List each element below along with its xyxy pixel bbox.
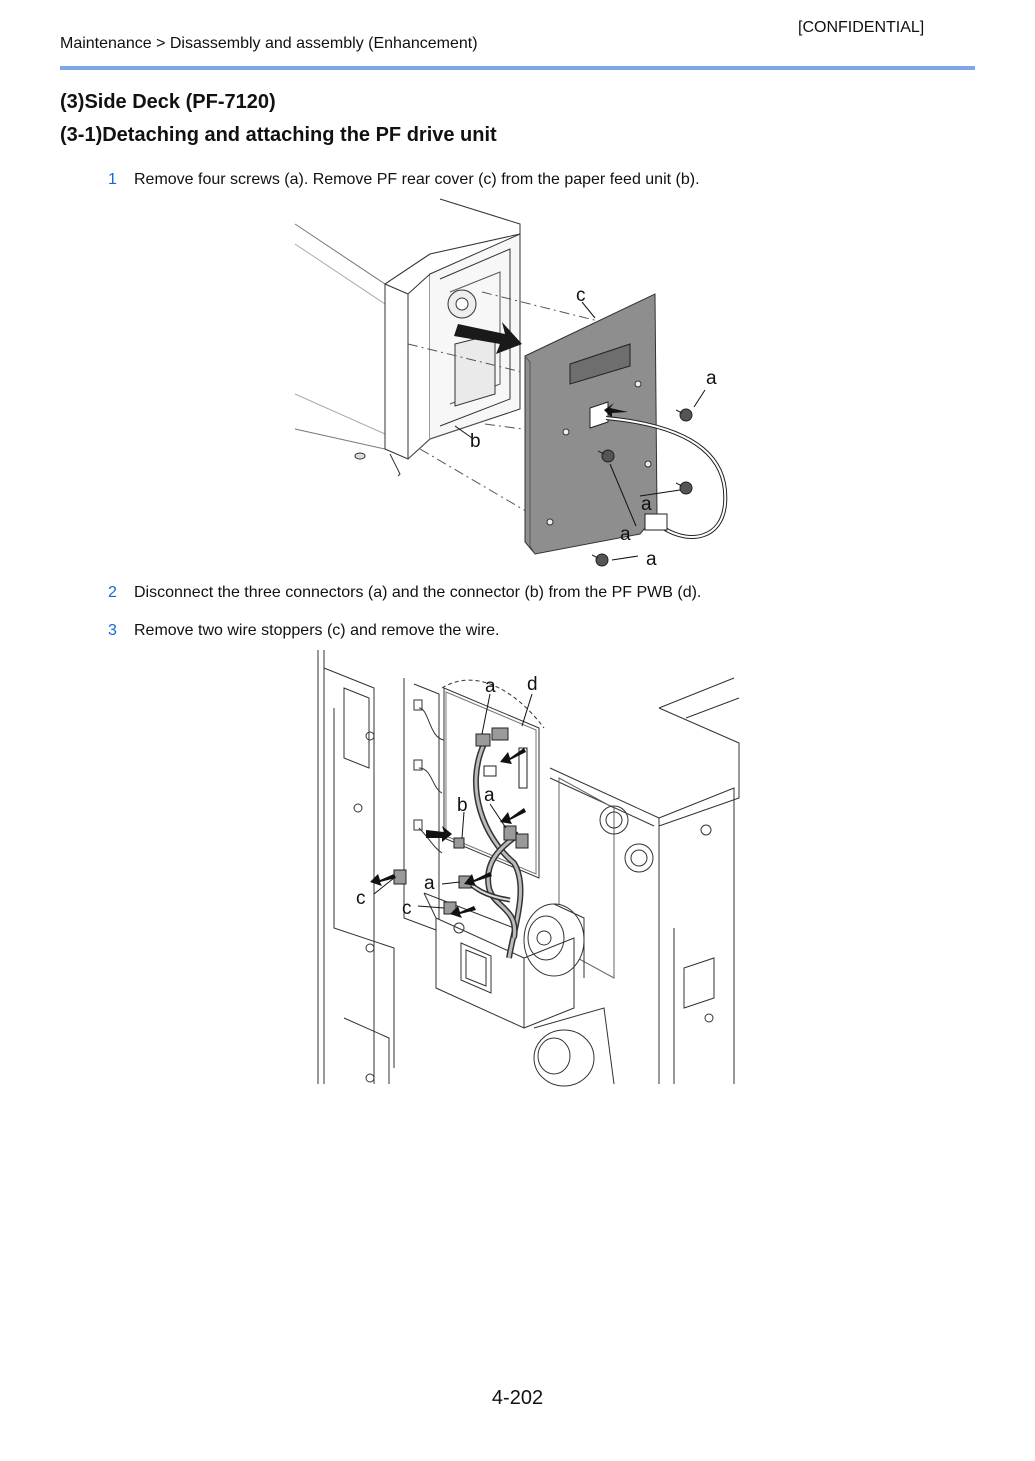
- callout-d: d: [527, 674, 538, 695]
- figure-2-illustration: a d a b c a c: [317, 650, 740, 1087]
- section-title: (3)Side Deck (PF-7120): [60, 91, 276, 113]
- step-number: 1: [108, 171, 117, 188]
- callout-c: c: [576, 285, 586, 306]
- breadcrumb: Maintenance > Disassembly and assembly (…: [60, 35, 478, 52]
- callout-b: b: [457, 795, 468, 816]
- figure-pf-pwb-connectors: a d a b c a c: [314, 648, 744, 1088]
- section-subtitle: (3-1)Detaching and attaching the PF driv…: [60, 124, 497, 146]
- callout-a: a: [646, 549, 657, 570]
- callout-a: a: [485, 676, 496, 697]
- callout-a: a: [484, 785, 495, 806]
- header-rule: [60, 66, 975, 70]
- callout-c: c: [402, 898, 412, 919]
- page-number: 4-202: [491, 1387, 544, 1409]
- figure-1-illustration: c a b a a a: [294, 198, 728, 570]
- step-3: 3 Remove two wire stoppers (c) and remove…: [108, 622, 499, 640]
- callout-b: b: [470, 431, 481, 452]
- callout-a: a: [620, 524, 631, 545]
- step-text: Remove four screws (a). Remove PF rear c…: [134, 171, 700, 188]
- step-number: 3: [108, 622, 117, 639]
- callout-c: c: [356, 888, 366, 909]
- figure-side-deck-rear-cover: c a b a a a: [290, 194, 750, 574]
- step-text: Disconnect the three connectors (a) and …: [134, 584, 702, 601]
- callout-a: a: [706, 368, 717, 389]
- step-text: Remove two wire stoppers (c) and remove …: [134, 622, 500, 639]
- step-1: 1 Remove four screws (a). Remove PF rear …: [108, 171, 700, 189]
- callout-a: a: [424, 873, 435, 894]
- step-number: 2: [108, 584, 117, 601]
- step-2: 2 Disconnect the three connectors (a) and…: [108, 584, 701, 602]
- confidential-label: [CONFIDENTIAL]: [798, 19, 925, 36]
- callout-a: a: [641, 494, 652, 515]
